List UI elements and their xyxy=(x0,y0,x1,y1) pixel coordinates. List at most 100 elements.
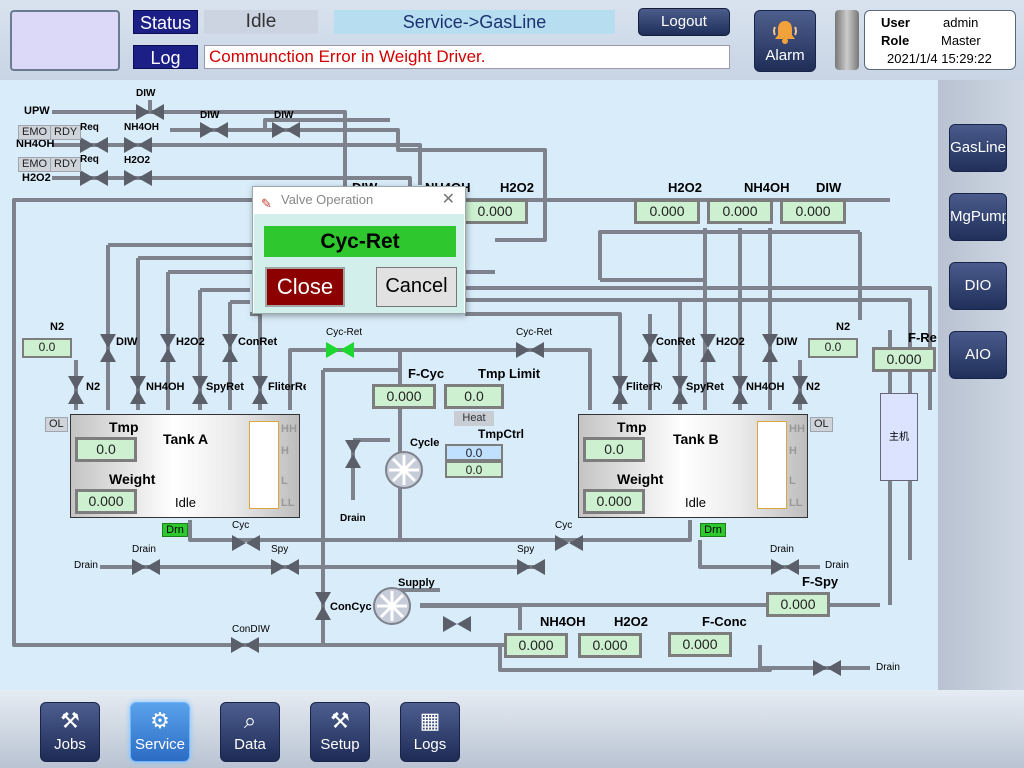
valve-label-spyret: SpyRet xyxy=(686,381,724,393)
tank-a: Tmp 0.0 Tank A Weight 0.000 Idle HH H L … xyxy=(70,414,300,518)
valve-label-h2o2: H2O2 xyxy=(124,155,151,166)
nav-data[interactable]: ⌕ Data xyxy=(220,702,280,762)
user-label: User xyxy=(881,15,910,30)
sidebar-item-dio[interactable]: DIO xyxy=(949,262,1007,310)
tank-a-level-bar xyxy=(249,421,279,509)
valve-label-cycret: Cyc-Ret xyxy=(516,327,553,338)
valve-label-diw: DIW xyxy=(116,336,138,348)
cycle-pump-icon xyxy=(385,451,423,489)
cancel-button[interactable]: Cancel xyxy=(376,267,457,307)
tank-a-ol-tag: OL xyxy=(45,417,68,432)
h2o2-supply-label: H2O2 xyxy=(22,172,51,184)
valve-label-nh4oh: NH4OH xyxy=(746,381,785,393)
valve-label-fliterre: FliterRe xyxy=(268,381,306,393)
tank-a-tmp-value: 0.0 xyxy=(75,437,137,462)
valve-name-banner: Cyc-Ret xyxy=(264,226,456,257)
breadcrumb: Service->GasLine xyxy=(334,10,615,34)
drain-label: Drain xyxy=(74,560,98,571)
tank-b-tmp-label: Tmp xyxy=(617,419,647,435)
host-box: 主机 xyxy=(880,393,918,481)
bottom-h2o2-label: H2O2 xyxy=(614,614,648,629)
level-hh: HH xyxy=(789,423,805,435)
valve-label-diw: DIW xyxy=(776,336,798,348)
rdy-tag: RDY xyxy=(50,125,82,140)
fcyc-value: 0.000 xyxy=(372,384,436,409)
gear-icon: ⚙ xyxy=(150,708,170,733)
valve-label-diw: DIW xyxy=(200,110,220,121)
logo-panel xyxy=(10,10,120,71)
valve-label-cyc: Cyc xyxy=(232,520,250,531)
valve-label-diw: DIW xyxy=(274,110,294,121)
sidebar-item-aio[interactable]: AIO xyxy=(949,331,1007,379)
nav-logs[interactable]: ▦ Logs xyxy=(400,702,460,762)
valve-label-spy: Spy xyxy=(271,544,289,555)
right-nh4oh-flow: 0.000 xyxy=(707,199,773,224)
fspy-label: F-Spy xyxy=(802,574,839,589)
right-diw-flow: 0.000 xyxy=(780,199,846,224)
n2b-value: 0.0 xyxy=(808,338,858,358)
n2b-label: N2 xyxy=(836,321,851,333)
valve-label-drain: Drain xyxy=(340,513,366,524)
fret-value: 0.000 xyxy=(872,347,936,372)
tank-a-weight-value: 0.000 xyxy=(75,489,137,514)
tank-b-state: Idle xyxy=(685,495,706,510)
n2a-label: N2 xyxy=(50,321,65,333)
feather-icon: ✎ xyxy=(261,196,272,211)
valve-operation-dialog: ✎ Valve Operation ✕ Cyc-Ret Close Cancel xyxy=(252,186,466,314)
role-value: Master xyxy=(941,33,981,48)
close-valve-button[interactable]: Close xyxy=(265,267,345,307)
nav-setup[interactable]: ⚒ Setup xyxy=(310,702,370,762)
nav-data-label: Data xyxy=(234,736,266,753)
nav-service[interactable]: ⚙ Service xyxy=(130,702,190,762)
tank-a-name: Tank A xyxy=(163,431,209,447)
calendar-icon: ▦ xyxy=(419,708,441,733)
right-h2o2-flow: 0.000 xyxy=(634,199,700,224)
tank-b-name: Tank B xyxy=(673,431,719,447)
emo-tag: EMO xyxy=(18,125,52,140)
fspy-value: 0.000 xyxy=(766,592,830,617)
left-h2o2-label: H2O2 xyxy=(500,180,534,195)
nav-service-label: Service xyxy=(134,736,186,753)
valve-label-h2o2: H2O2 xyxy=(716,336,745,348)
status-label: Status xyxy=(133,10,198,34)
fconc-label: F-Conc xyxy=(702,614,747,629)
right-sidebar xyxy=(938,80,1024,690)
valve-cyc-ret-a[interactable] xyxy=(326,342,354,358)
valve-label-n2: N2 xyxy=(806,381,821,393)
level-ll: LL xyxy=(281,497,295,509)
level-h: H xyxy=(281,445,289,457)
dialog-title: Valve Operation xyxy=(281,192,374,207)
tmplimit-value: 0.0 xyxy=(444,384,504,409)
emo-tag: EMO xyxy=(18,157,52,172)
datetime: 2021/1/4 15:29:22 xyxy=(887,51,992,66)
upw-label: UPW xyxy=(24,105,50,117)
sidebar-item-mgpump[interactable]: MgPump xyxy=(949,193,1007,241)
tank-b: Tmp 0.0 Tank B Weight 0.000 Idle HH H L … xyxy=(578,414,808,518)
nav-setup-label: Setup xyxy=(320,736,360,753)
fconc-value: 0.000 xyxy=(668,632,732,657)
dialog-body: Cyc-Ret Close Cancel xyxy=(254,214,464,313)
valve-label-cycret: Cyc-Ret xyxy=(326,327,363,338)
nav-jobs[interactable]: ⚒ Jobs xyxy=(40,702,100,762)
dialog-titlebar: ✎ Valve Operation ✕ xyxy=(253,187,465,213)
tmpctrl-label: TmpCtrl xyxy=(478,427,524,441)
tank-b-level-bar xyxy=(757,421,787,509)
valve-label-n2: N2 xyxy=(86,381,101,393)
role-label: Role xyxy=(881,33,910,48)
logout-button[interactable]: Logout xyxy=(638,8,730,36)
valve-label-cyc: Cyc xyxy=(555,520,573,531)
tmplimit-label: Tmp Limit xyxy=(478,366,541,381)
valve-label-concyc: ConCyc xyxy=(330,601,372,613)
supply-pump-label: Supply xyxy=(398,577,435,589)
nh4oh-supply-label: NH4OH xyxy=(16,138,55,150)
valve-label-spyret: SpyRet xyxy=(206,381,244,393)
alarm-label: Alarm xyxy=(765,47,805,64)
gasline-diagram-panel: UPW NH4OH H2O2 EMO RDY EMO RDY Req Req D… xyxy=(0,80,938,690)
header-bar: Status Idle Service->GasLine Log Communc… xyxy=(0,0,1024,80)
valve-cyc-ret-b[interactable] xyxy=(516,342,544,358)
close-icon[interactable]: ✕ xyxy=(441,191,455,208)
sidebar-item-gasline[interactable]: GasLine xyxy=(949,124,1007,172)
valve-label-condiw: ConDIW xyxy=(232,624,270,635)
alarm-button[interactable]: Alarm xyxy=(754,10,816,72)
right-h2o2-label: H2O2 xyxy=(668,180,702,195)
